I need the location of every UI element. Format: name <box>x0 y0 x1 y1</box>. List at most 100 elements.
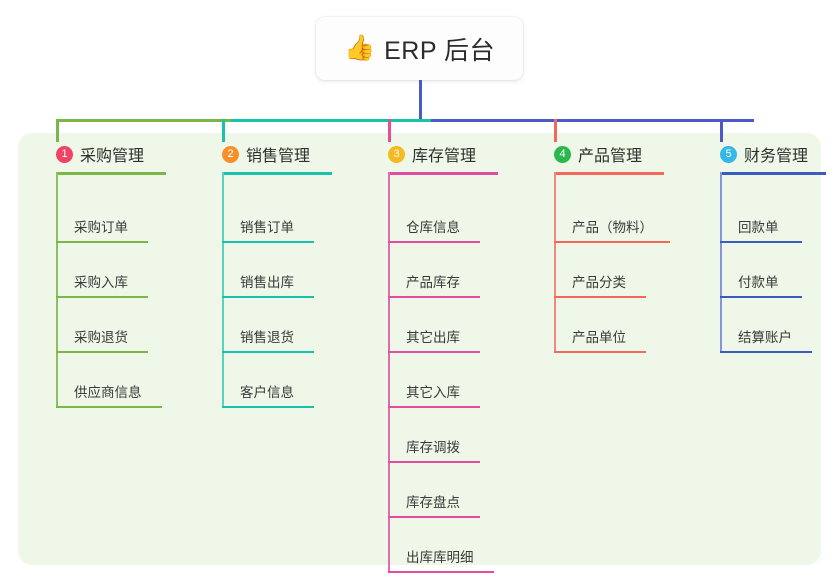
leaf-rule <box>388 406 480 408</box>
leaf-rule <box>56 241 148 243</box>
leaf-rule <box>222 296 314 298</box>
leaf-label: 采购入库 <box>74 275 128 290</box>
leaf-label: 供应商信息 <box>74 385 142 400</box>
leaf-rule <box>388 461 480 463</box>
column-rule-4 <box>554 172 664 175</box>
leaf-rule <box>554 241 670 243</box>
column-header-4[interactable]: 4 产品管理 <box>534 142 642 166</box>
leaf-item[interactable]: 回款单 <box>720 203 802 243</box>
bus-bus-blue <box>431 119 754 122</box>
leaf-rule <box>56 351 148 353</box>
leaf-rule <box>720 296 802 298</box>
leaf-label: 销售订单 <box>240 220 294 235</box>
leaf-item[interactable]: 结算账户 <box>720 313 812 353</box>
column-spine-2 <box>222 172 224 408</box>
column-badge-4: 4 <box>554 145 571 163</box>
leaf-item[interactable]: 采购入库 <box>56 258 148 298</box>
leaf-item[interactable]: 销售订单 <box>222 203 314 243</box>
leaf-label: 采购退货 <box>74 330 128 345</box>
column-badge-1: 1 <box>56 145 73 163</box>
leaf-item[interactable]: 产品单位 <box>554 313 646 353</box>
leaf-item[interactable]: 仓库信息 <box>388 203 480 243</box>
column-rule-5 <box>720 172 826 175</box>
leaf-item[interactable]: 销售出库 <box>222 258 314 298</box>
column-title-4: 产品管理 <box>578 148 643 165</box>
drop-connector-5 <box>720 119 723 142</box>
leaf-label: 产品分类 <box>572 275 626 290</box>
leaf-rule <box>388 296 480 298</box>
leaf-label: 销售退货 <box>240 330 294 345</box>
column-spine-1 <box>56 172 58 408</box>
leaf-label: 其它出库 <box>406 330 460 345</box>
leaf-label: 产品单位 <box>572 330 626 345</box>
leaf-label: 销售出库 <box>240 275 294 290</box>
leaf-item[interactable]: 采购退货 <box>56 313 148 353</box>
column-badge-2: 2 <box>222 145 239 163</box>
column-5: 5 财务管理 <box>700 142 826 175</box>
leaf-label: 产品（物料） <box>572 220 653 235</box>
leaf-label: 其它入库 <box>406 385 460 400</box>
leaf-item[interactable]: 库存盘点 <box>388 478 480 518</box>
leaf-rule <box>388 241 480 243</box>
leaf-rule <box>56 296 148 298</box>
leaf-rule <box>222 406 314 408</box>
column-badge-3: 3 <box>388 145 405 163</box>
column-1: 1 采购管理 <box>36 142 166 175</box>
leaf-rule <box>56 406 162 408</box>
thumbs-up-icon: 👍 <box>343 34 376 62</box>
column-spine-4 <box>554 172 556 353</box>
drop-connector-2 <box>222 119 225 142</box>
column-3: 3 库存管理 <box>368 142 498 175</box>
column-title-1: 采购管理 <box>80 148 145 165</box>
leaf-rule <box>388 571 494 573</box>
column-header-5[interactable]: 5 财务管理 <box>700 142 808 166</box>
leaf-item[interactable]: 其它出库 <box>388 313 480 353</box>
column-spine-5 <box>720 172 722 353</box>
leaf-item[interactable]: 出库库明细 <box>388 533 494 573</box>
leaf-rule <box>222 241 314 243</box>
column-header-1[interactable]: 1 采购管理 <box>36 142 144 166</box>
leaf-item[interactable]: 产品库存 <box>388 258 480 298</box>
column-header-3[interactable]: 3 库存管理 <box>368 142 476 166</box>
leaf-item[interactable]: 采购订单 <box>56 203 148 243</box>
column-title-5: 财务管理 <box>744 148 809 165</box>
leaf-item[interactable]: 产品（物料） <box>554 203 670 243</box>
leaf-label: 库存调拨 <box>406 440 460 455</box>
leaf-label: 付款单 <box>738 275 779 290</box>
column-2: 2 销售管理 <box>202 142 332 175</box>
leaf-item[interactable]: 产品分类 <box>554 258 646 298</box>
leaf-rule <box>720 241 802 243</box>
column-rule-3 <box>388 172 498 175</box>
bus-bus-green <box>56 119 231 122</box>
column-spine-3 <box>388 172 390 573</box>
drop-connector-4 <box>554 119 557 142</box>
drop-connector-1 <box>56 119 59 142</box>
leaf-label: 结算账户 <box>738 330 792 345</box>
column-badge-5: 5 <box>720 145 737 163</box>
leaf-label: 出库库明细 <box>406 550 474 565</box>
leaf-label: 产品库存 <box>406 275 460 290</box>
leaf-item[interactable]: 销售退货 <box>222 313 314 353</box>
leaf-item[interactable]: 客户信息 <box>222 368 314 408</box>
column-title-2: 销售管理 <box>246 148 311 165</box>
leaf-rule <box>720 351 812 353</box>
drop-connector-3 <box>388 119 391 142</box>
leaf-item[interactable]: 库存调拨 <box>388 423 480 463</box>
column-4: 4 产品管理 <box>534 142 664 175</box>
column-rule-1 <box>56 172 166 175</box>
leaf-label: 客户信息 <box>240 385 294 400</box>
leaf-rule <box>222 351 314 353</box>
column-header-2[interactable]: 2 销售管理 <box>202 142 310 166</box>
leaf-item[interactable]: 其它入库 <box>388 368 480 408</box>
leaf-rule <box>554 296 646 298</box>
leaf-label: 采购订单 <box>74 220 128 235</box>
column-title-3: 库存管理 <box>412 148 477 165</box>
root-node[interactable]: 👍 ERP 后台 <box>316 17 523 80</box>
column-rule-2 <box>222 172 332 175</box>
root-title: ERP 后台 <box>384 36 496 65</box>
leaf-rule <box>388 351 480 353</box>
leaf-rule <box>554 351 646 353</box>
leaf-item[interactable]: 供应商信息 <box>56 368 162 408</box>
leaf-item[interactable]: 付款单 <box>720 258 802 298</box>
